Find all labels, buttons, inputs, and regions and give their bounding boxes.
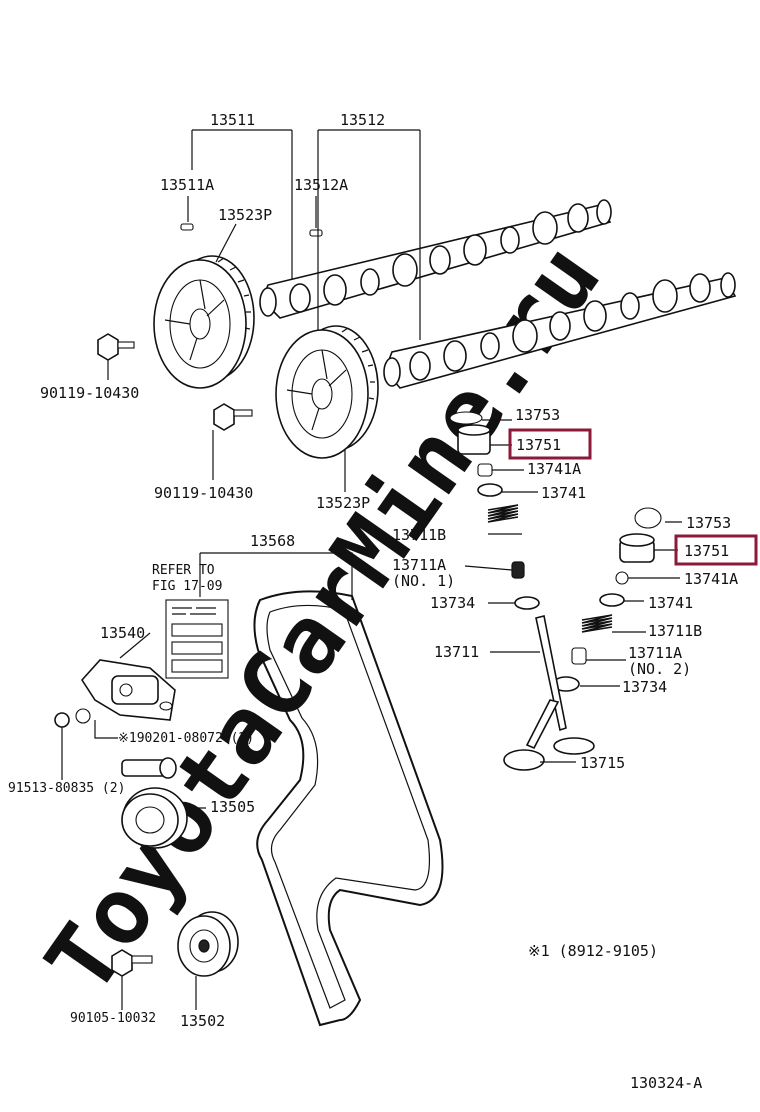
label-90119-upper: 90119-10430 [40, 384, 139, 402]
camshaft-pulley-upper [153, 255, 255, 389]
label-13711b-lower: 13711B [648, 622, 702, 640]
label-13751-upper[interactable]: 13751 [516, 436, 561, 454]
spring-seat-13711a-no1 [511, 561, 525, 579]
knock-pin-13511a [180, 223, 194, 231]
intake-valve-13715 [503, 699, 560, 771]
label-13511a: 13511A [160, 176, 214, 194]
label-13540: 13540 [100, 624, 145, 642]
label-13523p-top: 13523P [218, 206, 272, 224]
label-13711a-upper-sub: (NO. 1) [392, 572, 455, 590]
label-13511: 13511 [210, 111, 255, 129]
shim-13753-lower [634, 507, 662, 529]
label-13711a-upper: 13711A [392, 556, 446, 574]
label-13753-lower: 13753 [686, 514, 731, 532]
label-13741-lower: 13741 [648, 594, 693, 612]
label-13512: 13512 [340, 111, 385, 129]
spring-13711b-lower [581, 614, 613, 633]
retainer-13741-upper [477, 483, 503, 497]
keeper-13741a-upper [477, 463, 493, 477]
label-13751-lower[interactable]: 13751 [684, 542, 729, 560]
figure-code: 130324-A [630, 1074, 702, 1092]
label-190201: ※190201-08072 (2) [118, 731, 254, 746]
camshaft-pulley-lower [275, 325, 379, 459]
label-13512a: 13512A [294, 176, 348, 194]
label-90105: 90105-10032 [70, 1011, 156, 1026]
label-13523p-bottom: 13523P [316, 494, 370, 512]
idler-pulley-13502 [177, 911, 239, 977]
bolt-90119-lower [213, 403, 253, 431]
retainer-13741-lower [599, 593, 625, 607]
label-refer-to: REFER TO [152, 563, 215, 578]
washer-190201 [75, 708, 91, 724]
label-91513: 91513-80835 (2) [8, 781, 125, 796]
label-13711b-upper: 13711B [392, 526, 446, 544]
camshaft-13512 [383, 272, 737, 389]
label-13741a-lower: 13741A [684, 570, 738, 588]
camshaft-13511 [259, 199, 612, 319]
lifter-13751-lower [619, 533, 655, 563]
label-13711a-lower-sub: (NO. 2) [628, 660, 691, 678]
timing-belt-13568 [253, 590, 444, 1027]
label-13734-lower: 13734 [622, 678, 667, 696]
idler-pulley-13505 [121, 757, 188, 849]
label-13505: 13505 [210, 798, 255, 816]
label-13741-upper: 13741 [541, 484, 586, 502]
label-13711: 13711 [434, 643, 479, 661]
label-13753-upper: 13753 [515, 406, 560, 424]
label-refer-fig: FIG 17-09 [152, 579, 222, 594]
label-13568: 13568 [250, 532, 295, 550]
oil-seal-13734-upper [514, 596, 540, 610]
label-13741a-upper: 13741A [527, 460, 581, 478]
label-13715: 13715 [580, 754, 625, 772]
stud-91513 [54, 712, 70, 728]
spring-seat-13711a-no2 [571, 647, 587, 665]
knock-pin-13512a [309, 229, 323, 237]
bolt-90119-upper [97, 333, 135, 361]
leader-lines [61, 129, 682, 1010]
bolt-90105 [111, 949, 153, 977]
keeper-13741a-lower [615, 571, 629, 585]
refer-to-box [165, 599, 229, 679]
highlight-13751-upper [508, 428, 592, 460]
lifter-13751-upper [457, 424, 491, 455]
shim-13753-upper [449, 411, 483, 425]
label-13502: 13502 [180, 1012, 225, 1030]
tensioner-13540 [80, 659, 176, 721]
label-90119-lower: 90119-10430 [154, 484, 253, 502]
spring-13711b-upper [487, 504, 519, 523]
label-13711a-lower: 13711A [628, 644, 682, 662]
label-13734-upper: 13734 [430, 594, 475, 612]
date-note: ※1 (8912-9105) [528, 942, 658, 960]
highlight-13751-lower [674, 534, 758, 566]
